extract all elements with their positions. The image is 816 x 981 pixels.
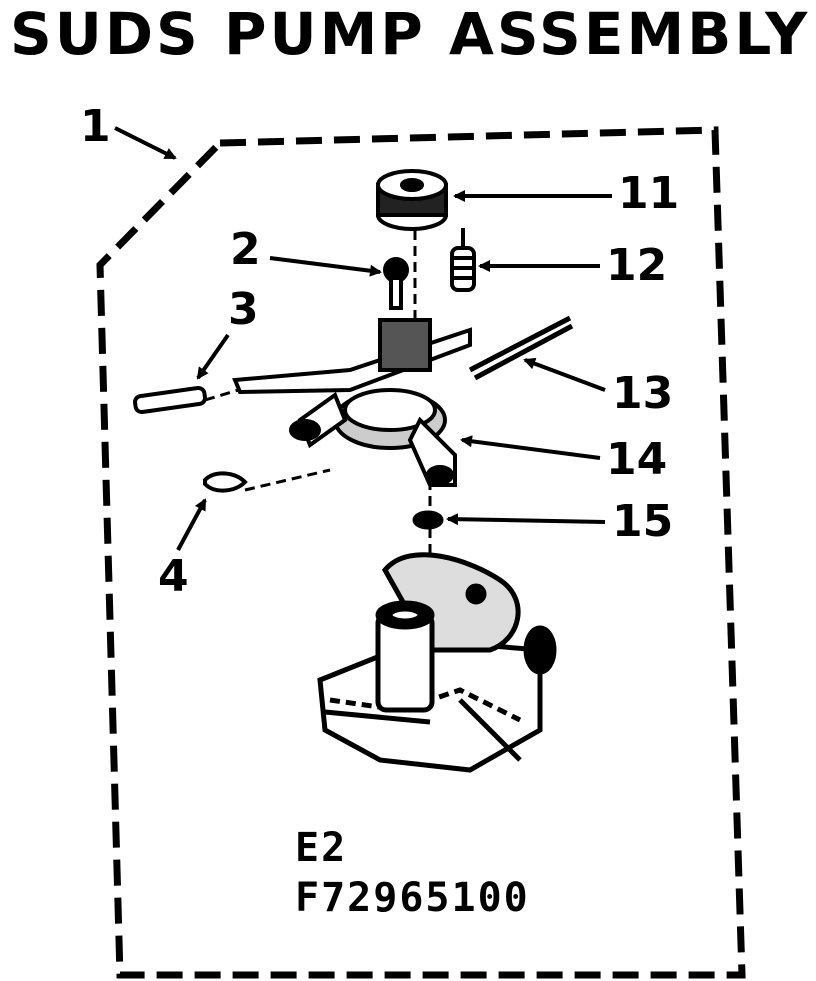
leader-14 xyxy=(460,435,601,460)
callout-12: 12 xyxy=(606,240,668,291)
callout-13: 13 xyxy=(612,368,674,419)
leader-3 xyxy=(196,333,230,380)
callout-1: 1 xyxy=(80,101,111,152)
leader-2 xyxy=(269,256,382,277)
part-12-spring xyxy=(450,228,476,292)
part-15-washer xyxy=(412,510,444,530)
callout-2: 2 xyxy=(230,224,261,275)
pump-housing xyxy=(317,552,557,773)
section-code: E2 xyxy=(295,825,348,871)
leader-13 xyxy=(523,357,606,392)
part-14-bracket xyxy=(232,318,472,487)
callout-4: 4 xyxy=(158,551,189,602)
figure-code: F72965100 xyxy=(295,875,530,921)
part-3-pin xyxy=(133,385,207,415)
leader-arrows xyxy=(114,126,612,551)
callout-3: 3 xyxy=(228,284,259,335)
part-4-clip xyxy=(203,471,248,493)
part-13-rod xyxy=(468,315,574,381)
callout-11: 11 xyxy=(618,168,680,219)
callout-15: 15 xyxy=(612,496,674,547)
callout-14: 14 xyxy=(606,434,668,485)
diagram-title: SUDS PUMP ASSEMBLY xyxy=(10,0,811,68)
assembly-boundary xyxy=(96,126,746,979)
part-11-pulley xyxy=(376,169,448,231)
leader-15 xyxy=(446,513,606,526)
leader-1 xyxy=(114,126,177,160)
part-2-screw xyxy=(383,257,409,310)
leader-4 xyxy=(176,498,207,551)
